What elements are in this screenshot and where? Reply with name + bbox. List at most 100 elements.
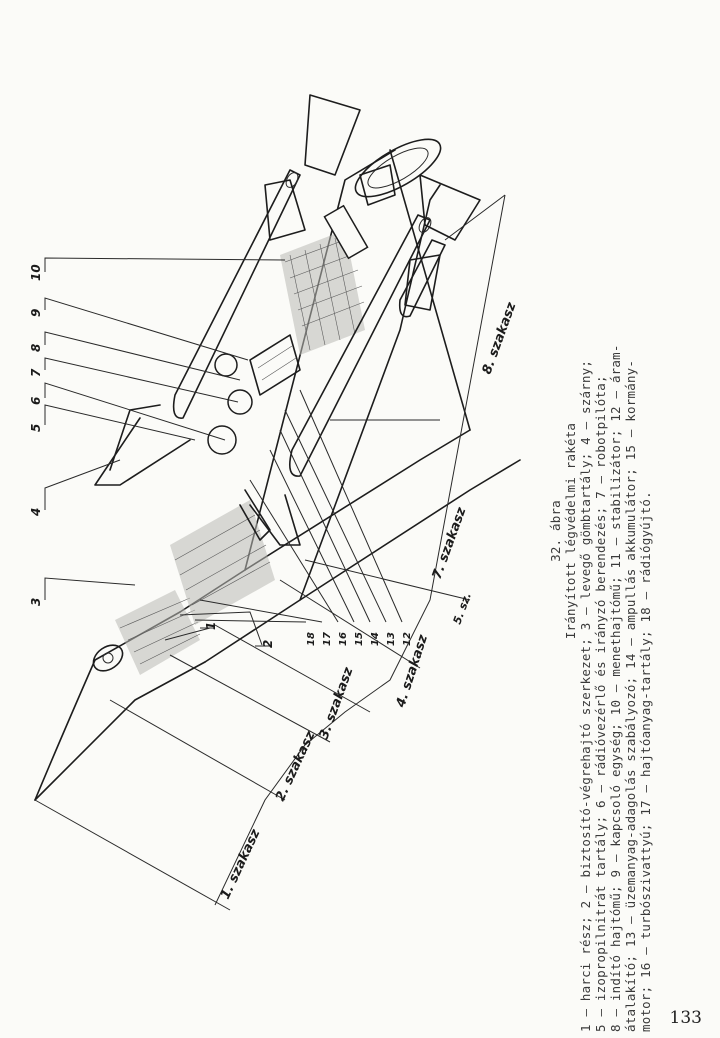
leader-10 xyxy=(44,257,286,272)
extension-5 xyxy=(279,579,421,669)
figure-title: Irányított légvédelmi rakéta xyxy=(563,422,578,640)
rear-cut-left xyxy=(389,149,471,431)
sustainer-nozzle xyxy=(359,164,396,206)
extension-2 xyxy=(109,699,286,801)
callout-10: 10 xyxy=(29,264,43,281)
legend-line-5: motor; 16 – turbószivattyú; 17 – hajtóan… xyxy=(638,491,653,1032)
leader-16 xyxy=(249,479,339,623)
callout-14: 14 xyxy=(370,632,381,646)
propellant-tank-hatching xyxy=(174,514,271,606)
air-sphere-tank-2 xyxy=(227,389,253,415)
callout-7: 7 xyxy=(29,368,43,377)
extension-4 xyxy=(214,624,371,713)
internal-components xyxy=(92,164,396,675)
callout-1: 1 xyxy=(204,622,218,630)
radio-fuze-center xyxy=(102,652,114,664)
tail-ring-inner xyxy=(367,147,429,189)
callout-8: 8 xyxy=(29,344,43,352)
bottom-callout-labels: 18 17 16 15 14 13 12 xyxy=(306,632,413,646)
leader-12 xyxy=(299,389,403,623)
dimension-baseline xyxy=(214,194,506,906)
leader-4 xyxy=(44,459,121,510)
legend-line-4: átalakító; 13 – üzemanyag-adagolás szabá… xyxy=(623,359,638,1032)
leader-14 xyxy=(279,429,371,623)
legend-line-3: 8 – indító hajtómű; 9 – kapcsoló egység;… xyxy=(608,344,623,1032)
tail-ring xyxy=(354,138,442,198)
nose-cone-upper xyxy=(34,611,181,801)
extension-nose xyxy=(34,799,231,911)
main-wing-upper-rib xyxy=(109,404,161,471)
booster-pod-upper xyxy=(172,169,301,419)
side-callouts: 1 2 xyxy=(164,611,275,648)
section-7-label: 7. szakasz xyxy=(430,505,470,581)
callout-15: 15 xyxy=(354,632,365,646)
legend-line-2: 5 – izopropilnitrát tartály; 6 – rádióve… xyxy=(593,375,608,1032)
tail-fin-top xyxy=(304,94,361,176)
callout-9: 9 xyxy=(29,309,43,317)
figure-number: 32. ábra xyxy=(548,500,563,562)
rear-bottom-edge xyxy=(299,184,441,601)
wings-and-fins xyxy=(94,94,481,546)
leader-3 xyxy=(44,577,136,600)
top-callout-labels: 3 4 5 6 7 8 9 10 xyxy=(29,264,43,606)
callout-6: 6 xyxy=(29,397,43,405)
tail-fin-left xyxy=(264,179,306,241)
top-callout-leaders xyxy=(44,257,286,600)
radio-fuze xyxy=(92,644,124,672)
air-sphere-tank-1 xyxy=(207,425,237,455)
leader-6 xyxy=(44,382,226,441)
section-dimension-lines xyxy=(34,194,506,911)
propellant-tank xyxy=(170,500,275,625)
callout-12: 12 xyxy=(402,632,413,646)
air-sphere-tank-3 xyxy=(214,353,238,377)
section-3-label: 3. szakasz xyxy=(317,665,357,741)
leader-1 xyxy=(164,627,211,641)
leader-2 xyxy=(179,611,263,646)
tail-fin-lower xyxy=(404,254,441,311)
leader-9 xyxy=(44,297,249,361)
leader-5 xyxy=(44,404,196,441)
bottom-callout-leaders xyxy=(194,389,403,623)
section-8-label: 8. szakasz xyxy=(480,300,520,376)
extension-7 xyxy=(304,559,471,601)
callout-18: 18 xyxy=(306,632,317,646)
leader-13 xyxy=(284,409,387,623)
section-2-label: 2. szakasz xyxy=(273,729,319,804)
leader-7 xyxy=(44,357,239,403)
figure-caption: 32. ábra Irányított légvédelmi rakéta 1 … xyxy=(548,30,688,1032)
section-labels: 1. szakasz 2. szakasz 3. szakasz 4. szak… xyxy=(218,300,520,902)
callout-4: 4 xyxy=(29,508,43,517)
sustainer-engine xyxy=(280,230,365,355)
main-wing-upper xyxy=(94,417,191,486)
fuselage-bottom-edge xyxy=(204,459,521,663)
nose-cone-lower xyxy=(34,661,206,801)
leader-17 xyxy=(199,599,323,623)
callout-16: 16 xyxy=(338,632,349,646)
guidance-block-hatching xyxy=(257,345,297,381)
booster-nozzle-upper xyxy=(285,172,299,188)
callout-3: 3 xyxy=(29,598,43,606)
sustainer-engine-crosshatch xyxy=(289,237,356,351)
extension-tail xyxy=(444,194,506,241)
section-4-label: 4. szakasz xyxy=(393,633,431,711)
callout-13: 13 xyxy=(386,632,397,646)
sustainer-engine-hatching xyxy=(284,237,365,327)
leader-8 xyxy=(44,331,241,381)
section-1-label: 1. szakasz xyxy=(218,827,264,902)
tail-fin-right xyxy=(419,174,481,241)
nozzle-housing xyxy=(323,204,369,260)
callout-17: 17 xyxy=(322,632,333,646)
booster-pod-lower xyxy=(289,214,431,477)
aft-fin-small xyxy=(239,489,271,541)
callout-2: 2 xyxy=(261,640,275,648)
leader-15 xyxy=(269,449,355,623)
extension-3 xyxy=(169,654,331,743)
warhead-hatching xyxy=(119,597,201,665)
legend-line-1: 1 – harci rész; 2 – biztosító-végrehajtó… xyxy=(578,359,593,1032)
callout-5: 5 xyxy=(29,424,43,432)
page-number: 133 xyxy=(669,1008,702,1028)
warhead-shading xyxy=(115,590,200,675)
leader-18 xyxy=(194,619,307,623)
